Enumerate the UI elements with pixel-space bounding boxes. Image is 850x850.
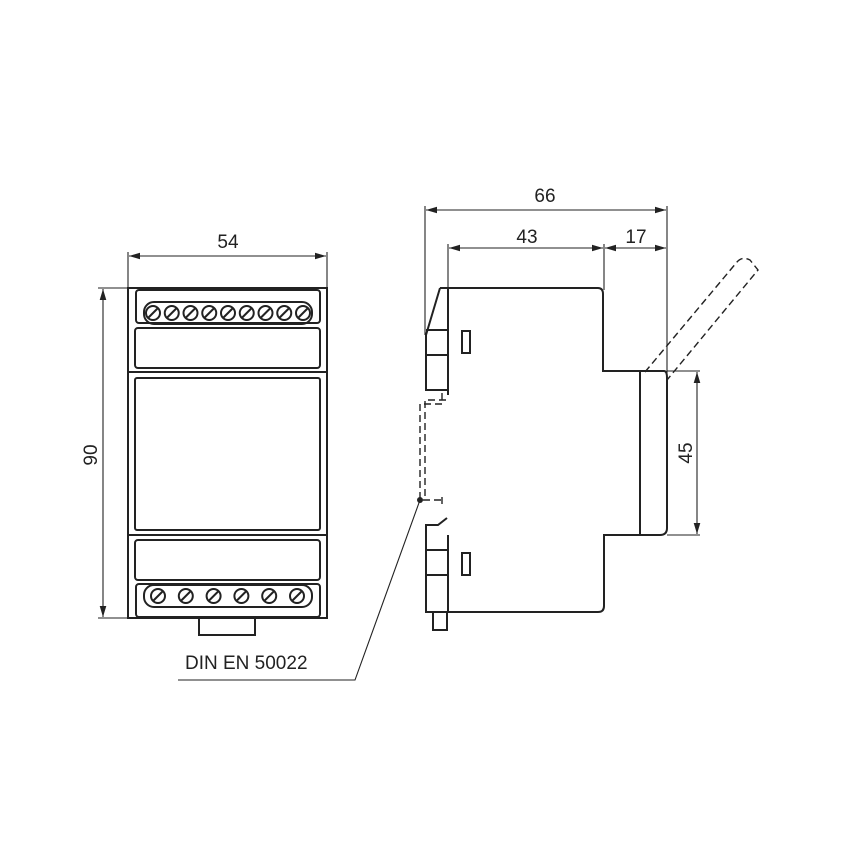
body-depth-label: 43 bbox=[516, 227, 537, 248]
terminal-screw-icon bbox=[163, 305, 180, 321]
terminal-screw-icon bbox=[238, 305, 255, 321]
terminal-screw-icon bbox=[261, 588, 278, 604]
module-housing bbox=[127, 287, 328, 619]
side-slot-top bbox=[461, 330, 471, 354]
side-slot-bottom bbox=[461, 552, 471, 576]
top-terminal-block bbox=[425, 287, 447, 391]
front-depth-label: 17 bbox=[625, 227, 646, 248]
lever-open-position bbox=[644, 257, 759, 381]
din-clip-tab bbox=[198, 618, 256, 636]
front-view: 54 90 bbox=[81, 232, 328, 636]
front-height-label: 45 bbox=[676, 442, 697, 463]
terminal-screw-icon bbox=[177, 588, 194, 604]
din-rail-callout: DIN EN 50022 bbox=[178, 497, 423, 681]
terminal-screw-icon bbox=[182, 305, 199, 321]
din-rail bbox=[419, 393, 446, 508]
front-panel bbox=[134, 377, 321, 531]
terminal-screw-icon bbox=[220, 305, 236, 321]
width-dimension-label: 54 bbox=[217, 232, 239, 253]
terminal-screw-icon bbox=[145, 305, 161, 321]
bottom-terminal-strip bbox=[143, 584, 313, 608]
terminal-screw-icon bbox=[233, 588, 250, 604]
height-dimension-label: 90 bbox=[81, 444, 102, 465]
terminal-screw-icon bbox=[205, 588, 222, 604]
terminal-screw-icon bbox=[201, 305, 218, 321]
side-view: 66 43 17 45 bbox=[419, 186, 759, 631]
terminal-screw-icon bbox=[295, 305, 311, 321]
bottom-terminal-block bbox=[425, 517, 448, 613]
plug bbox=[432, 611, 448, 631]
terminal-screw-icon bbox=[150, 588, 166, 604]
terminal-screw-icon bbox=[257, 305, 274, 321]
top-terminal-screws bbox=[145, 305, 311, 321]
total-depth-label: 66 bbox=[534, 186, 555, 207]
terminal-screw-icon bbox=[276, 305, 293, 321]
terminal-screw-icon bbox=[289, 588, 305, 604]
din-rail-label: DIN EN 50022 bbox=[185, 653, 308, 674]
bottom-terminal-screws bbox=[150, 588, 305, 604]
side-housing bbox=[440, 287, 668, 613]
top-terminal-strip bbox=[143, 301, 313, 325]
